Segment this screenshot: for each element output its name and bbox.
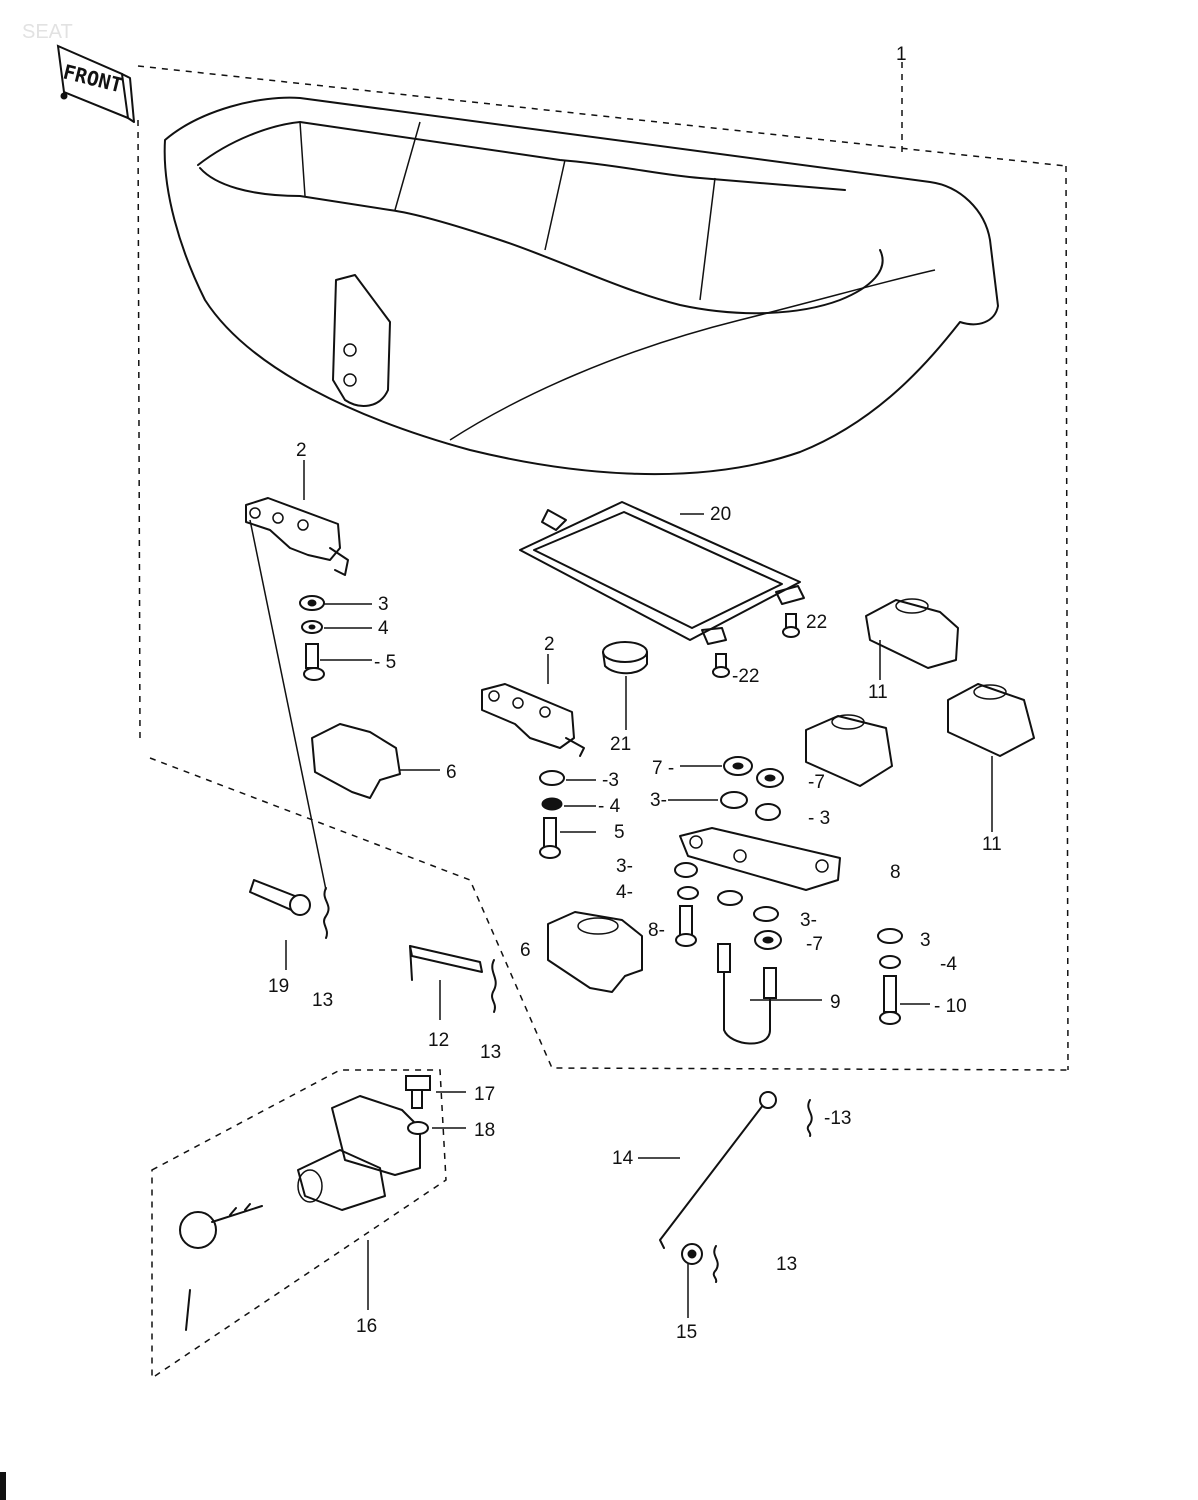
callout-14: 14 <box>612 1148 634 1169</box>
callout-7a: 7 - <box>652 758 674 779</box>
seat-hinge-bracket-left <box>245 497 349 576</box>
callout-8b: 8- <box>648 920 665 941</box>
washer-3h <box>877 928 903 944</box>
washer-3f <box>717 890 743 906</box>
page-edge-mark <box>0 1472 6 1500</box>
screw-22b <box>712 653 730 678</box>
callout-5b: - 5 <box>374 652 396 673</box>
callout-3a: 3 <box>378 594 389 615</box>
callout-2b: 2 <box>544 634 555 655</box>
callout-21: 21 <box>610 734 631 755</box>
callout-1: 1 <box>896 44 907 65</box>
assembly-outline <box>137 62 1069 1380</box>
seat-lock-assembly <box>179 1095 421 1331</box>
nut-7c <box>754 930 782 950</box>
cotter-pin-d <box>712 1245 719 1283</box>
screw-22a <box>782 613 800 638</box>
callout-12: 12 <box>428 1030 449 1051</box>
lock-washer <box>407 1121 429 1135</box>
seat-cushion-rubber-upper <box>311 723 401 799</box>
lock-washer-left <box>301 620 323 634</box>
callout-9: 9 <box>830 992 841 1013</box>
callout-11b: 11 <box>982 834 1002 855</box>
seat-tray <box>519 501 805 645</box>
bolt-10 <box>879 975 901 1025</box>
seat-assembly <box>163 96 999 476</box>
leader-lines <box>285 460 993 1318</box>
diagram-title: SEAT <box>22 21 73 43</box>
callout-4a: 4 <box>378 618 389 639</box>
bolt-8 <box>675 905 697 947</box>
cushion-rubber-11c <box>947 683 1035 757</box>
callout-13b: 13 <box>480 1042 501 1063</box>
callout-3d: 3- <box>616 856 633 877</box>
washer-left <box>299 595 325 611</box>
seat-stay-rod <box>409 945 483 981</box>
lock-screw <box>405 1075 431 1109</box>
seat-mounting-plate <box>679 827 841 891</box>
callout-2a: 2 <box>296 440 307 461</box>
callout-6b: 6 <box>520 940 531 961</box>
callout-4d: -4 <box>940 954 957 975</box>
nut-7a <box>723 756 753 776</box>
callout-13a: 13 <box>312 990 333 1011</box>
bolt-center <box>539 817 561 859</box>
lock-washer-4c <box>677 886 699 900</box>
washer-center <box>539 770 565 786</box>
callout-3c: 3- <box>650 790 667 811</box>
callout-19: 19 <box>268 976 289 997</box>
seat-damper <box>602 641 648 675</box>
washer-3d <box>755 803 781 821</box>
front-direction-tag: FRONT <box>56 44 135 123</box>
callout-17: 17 <box>474 1084 495 1105</box>
lock-washer-4d <box>879 955 901 969</box>
callout-20: 20 <box>710 504 731 525</box>
cotter-pin-b <box>491 959 497 1013</box>
callout-11a: 11 <box>868 682 888 703</box>
callout-8a: 8 <box>890 862 901 883</box>
leader-line <box>249 519 327 891</box>
callout-18: 18 <box>474 1120 495 1141</box>
callout-4b: - 4 <box>598 796 621 817</box>
nut-7b <box>756 768 784 788</box>
callout-3f: 3- <box>800 910 817 931</box>
cotter-pin-a <box>323 887 330 939</box>
washer-15 <box>681 1243 703 1265</box>
seat-stay-arm <box>659 1091 777 1249</box>
callout-4c: 4- <box>616 882 633 903</box>
callout-3b: -3 <box>602 770 619 791</box>
callout-15: 15 <box>676 1322 697 1343</box>
cushion-rubber-11b <box>805 714 893 787</box>
u-bolt <box>717 943 777 1045</box>
callout-7b: -7 <box>808 772 825 793</box>
cotter-pin-c <box>806 1099 813 1137</box>
washer-3c <box>720 791 748 809</box>
lock-washer-center <box>541 797 563 811</box>
seat-hinge-bracket-center <box>481 683 585 757</box>
callout-3e: - 3 <box>808 808 830 829</box>
seat-hinge-pin <box>249 879 311 916</box>
seat-cushion-rubber-lower <box>547 911 643 993</box>
callout-5a: 5 <box>614 822 625 843</box>
callout-13d: 13 <box>776 1254 797 1275</box>
callout-labels: 1 2 2 3 4 - 5 6 20 22 -22 11 21 7 - -7 -… <box>268 44 1002 1343</box>
washer-3e <box>674 862 698 878</box>
callout-16: 16 <box>356 1316 377 1337</box>
callout-22b: -22 <box>732 666 759 687</box>
callout-13c: -13 <box>824 1108 851 1129</box>
callout-6a: 6 <box>446 762 457 783</box>
callout-10: - 10 <box>934 996 967 1017</box>
callout-22a: 22 <box>806 612 827 633</box>
bolt-left <box>303 643 325 681</box>
callout-7c: -7 <box>806 934 823 955</box>
callout-3h: 3 <box>920 930 931 951</box>
washer-3g <box>753 906 779 922</box>
